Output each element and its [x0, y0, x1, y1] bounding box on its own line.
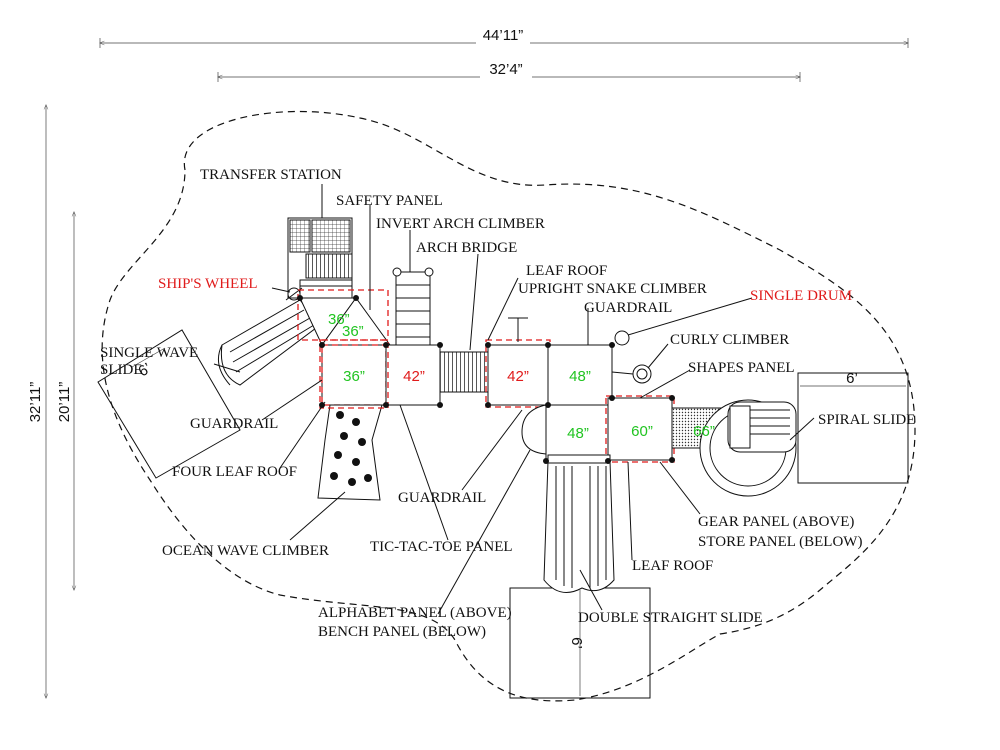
label-store-panel: STORE PANEL (BELOW) [698, 534, 862, 550]
label-alphabet-panel: ALPHABET PANEL (ABOVE) [318, 605, 512, 621]
deck-60 [607, 397, 673, 461]
deck-42-left [385, 344, 441, 406]
deck-48-upper [547, 344, 613, 406]
spiral-slide-zone: 6’ [797, 370, 909, 484]
dimension-overall-width: 44’11” [100, 26, 908, 48]
four-leaf-roof-highlight [297, 289, 389, 341]
label-curly-climber: CURLY CLIMBER [670, 332, 789, 348]
safety-zone-boundary [101, 110, 916, 702]
label-double-straight-slide: DOUBLE STRAIGHT SLIDE [578, 610, 763, 626]
double-slide-zone: 6’ [509, 587, 651, 699]
four-leaf-roof-deck [299, 297, 391, 346]
label-invert-arch-climber: INVERT ARCH CLIMBER [376, 216, 545, 232]
label-tic-tac-toe-panel: TIC-TAC-TOE PANEL [370, 539, 513, 555]
label-ocean-wave-climber: OCEAN WAVE CLIMBER [162, 543, 329, 559]
label-transfer-station: TRANSFER STATION [200, 167, 342, 183]
leader-lines [213, 184, 815, 615]
label-guardrail-top: GUARDRAIL [584, 300, 672, 316]
transfer-station [287, 217, 353, 299]
deck-height-d4: 42” [403, 368, 425, 385]
deck-height-d2: 36” [342, 323, 364, 340]
overall-width-label: 44’11” [483, 27, 524, 44]
deck-height-d5: 42” [507, 368, 529, 385]
label-shapes-panel: SHAPES PANEL [688, 360, 795, 376]
label-bench-panel: BENCH PANEL (BELOW) [318, 624, 486, 640]
label-spiral-slide: SPIRAL SLIDE [818, 412, 915, 428]
inner-width-label: 32’4” [489, 61, 522, 78]
label-leaf-roof-bottom: LEAF ROOF [632, 558, 713, 574]
label-single-drum: SINGLE DRUM [750, 288, 852, 304]
deck-height-d7: 48” [567, 425, 589, 442]
label-four-leaf-roof: FOUR LEAF ROOF [172, 464, 297, 480]
curly-climber [611, 364, 652, 384]
slide-zone-bottom-dim: 6’ [568, 637, 585, 649]
label-guardrail-bottom: GUARDRAIL [398, 490, 486, 506]
label-upright-snake-climber: UPRIGHT SNAKE CLIMBER [518, 281, 707, 297]
dimension-inner-depth: 20’11” [56, 212, 74, 590]
double-straight-slide [543, 454, 615, 593]
overall-depth-label: 32’11” [27, 382, 44, 423]
deck-height-d6: 48” [569, 368, 591, 385]
invert-arch-climber [392, 267, 434, 346]
label-guardrail-left: GUARDRAIL [190, 416, 278, 432]
label-single-wave-slide-1: SINGLE WAVE [100, 345, 198, 361]
label-single-wave-slide-2: SLIDE [100, 362, 143, 378]
deck-height-d3: 36” [343, 368, 365, 385]
single-drum [614, 330, 630, 346]
single-wave-slide [217, 299, 321, 386]
label-leaf-roof-top: LEAF ROOF [526, 263, 607, 279]
deck-48-lower [545, 404, 609, 462]
ocean-wave-climber [317, 404, 383, 501]
deck-height-d8: 60” [631, 423, 653, 440]
label-safety-panel: SAFETY PANEL [336, 193, 443, 209]
spiral-slide [671, 399, 797, 497]
deck-height-d1: 36” [328, 311, 350, 328]
slide-zone-right-dim: 6’ [846, 370, 858, 387]
label-gear-panel: GEAR PANEL (ABOVE) [698, 514, 854, 530]
upright-snake-climber [508, 317, 528, 342]
dimension-overall-depth: 32’11” [27, 105, 46, 698]
label-arch-bridge: ARCH BRIDGE [416, 240, 517, 256]
corner-posts [297, 295, 675, 464]
deck-height-d9: 66” [693, 423, 715, 440]
dimension-inner-width: 32’4” [218, 60, 800, 82]
label-ships-wheel: SHIP'S WHEEL [158, 276, 258, 292]
inner-depth-label: 20’11” [56, 382, 73, 423]
arch-bridge [439, 351, 489, 393]
